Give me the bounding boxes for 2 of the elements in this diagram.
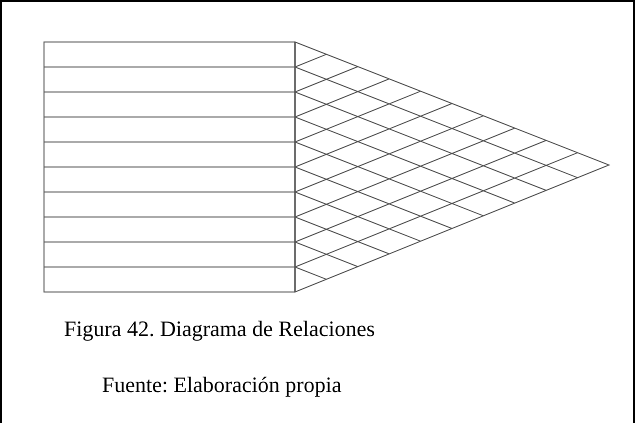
source-note: Fuente: Elaboración propia — [102, 372, 342, 398]
figure-caption: Figura 42. Diagrama de Relaciones — [64, 316, 375, 342]
